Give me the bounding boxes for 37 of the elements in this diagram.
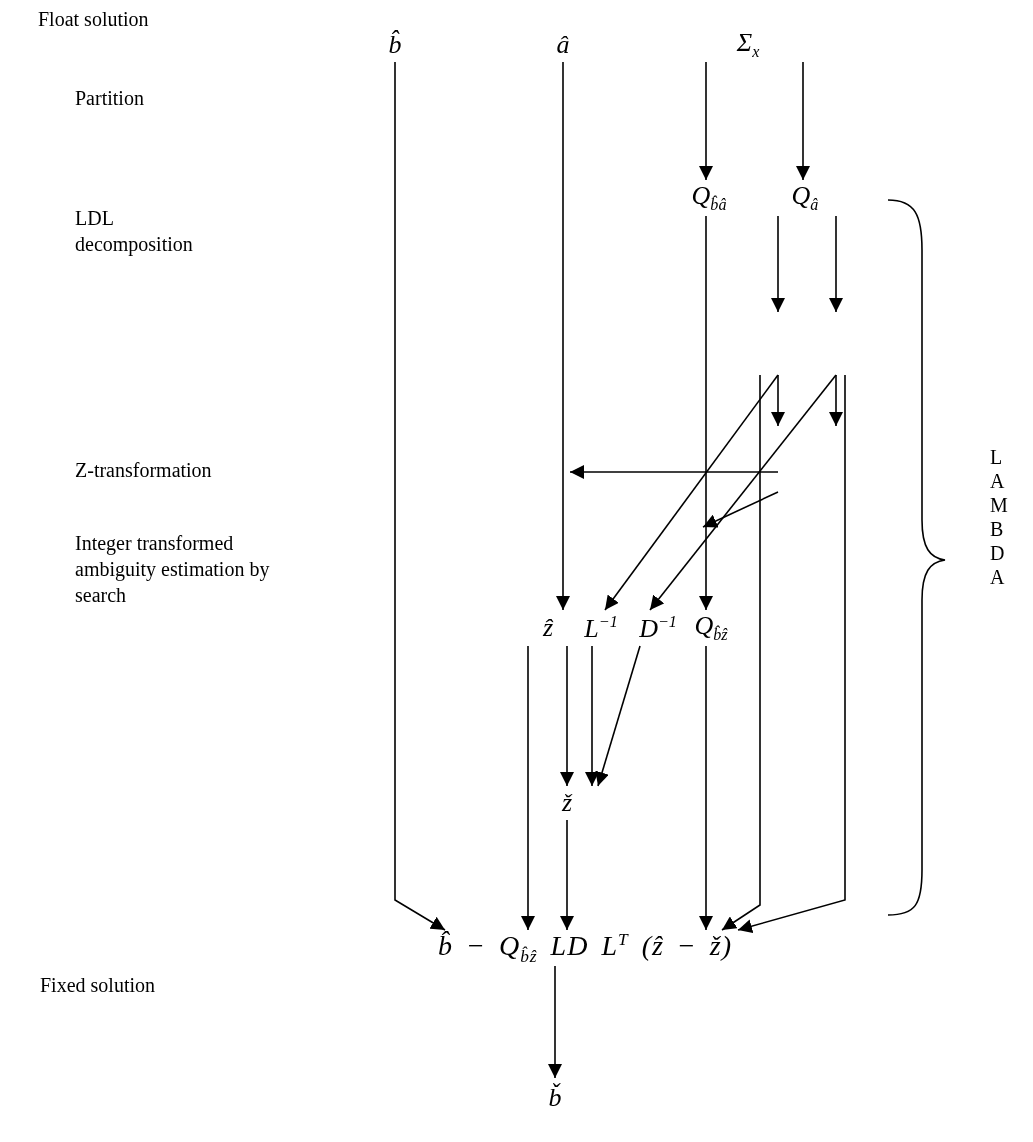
math-symbol: ẑ — [542, 613, 554, 643]
step-label: Integer transformed ambiguity estimation by search — [75, 531, 271, 608]
arrow — [394, 61, 446, 931]
arrow — [560, 819, 574, 931]
arrow — [595, 645, 641, 787]
math-symbol: ž — [561, 788, 573, 818]
method-name: LAMBDA — [990, 445, 1009, 589]
math-symbol: Q$_{â}$ — [791, 182, 819, 214]
arrow — [560, 645, 574, 787]
arrow — [548, 965, 562, 1079]
arrow — [649, 374, 837, 611]
step-label: Partition — [75, 86, 144, 111]
arrow — [829, 215, 843, 313]
formula: b̂ − Q$_{b̂ẑ}$ LD L$^{T}$ (ẑ − ž) — [438, 930, 732, 966]
arrow — [556, 61, 570, 611]
step-label: Float solution — [38, 7, 149, 32]
arrow — [699, 61, 713, 181]
math-symbol: L$^{−1}$ — [584, 612, 618, 644]
arrow — [771, 215, 785, 313]
arrow — [585, 645, 599, 787]
math-symbol: b̌ — [548, 1083, 562, 1113]
step-label: Fixed solution — [40, 973, 155, 998]
arrow — [699, 645, 713, 931]
math-symbol: Q$_{b̂â}$ — [691, 182, 727, 214]
arrow — [699, 215, 713, 611]
step-label: LDL decomposition — [75, 206, 194, 257]
arrow — [796, 61, 810, 181]
arrow — [604, 374, 779, 611]
math-symbol: D$^{−1}$ — [639, 612, 677, 644]
math-symbol: Q$_{b̂ẑ}$ — [694, 612, 728, 644]
arrow — [521, 645, 535, 931]
math-symbol: Σ$_{x}$ — [736, 29, 760, 61]
step-label: Z-transformation — [75, 458, 212, 483]
math-symbol: b̂ — [388, 30, 402, 60]
arrow — [737, 374, 846, 933]
math-symbol: â — [556, 30, 570, 60]
arrow — [721, 374, 761, 931]
